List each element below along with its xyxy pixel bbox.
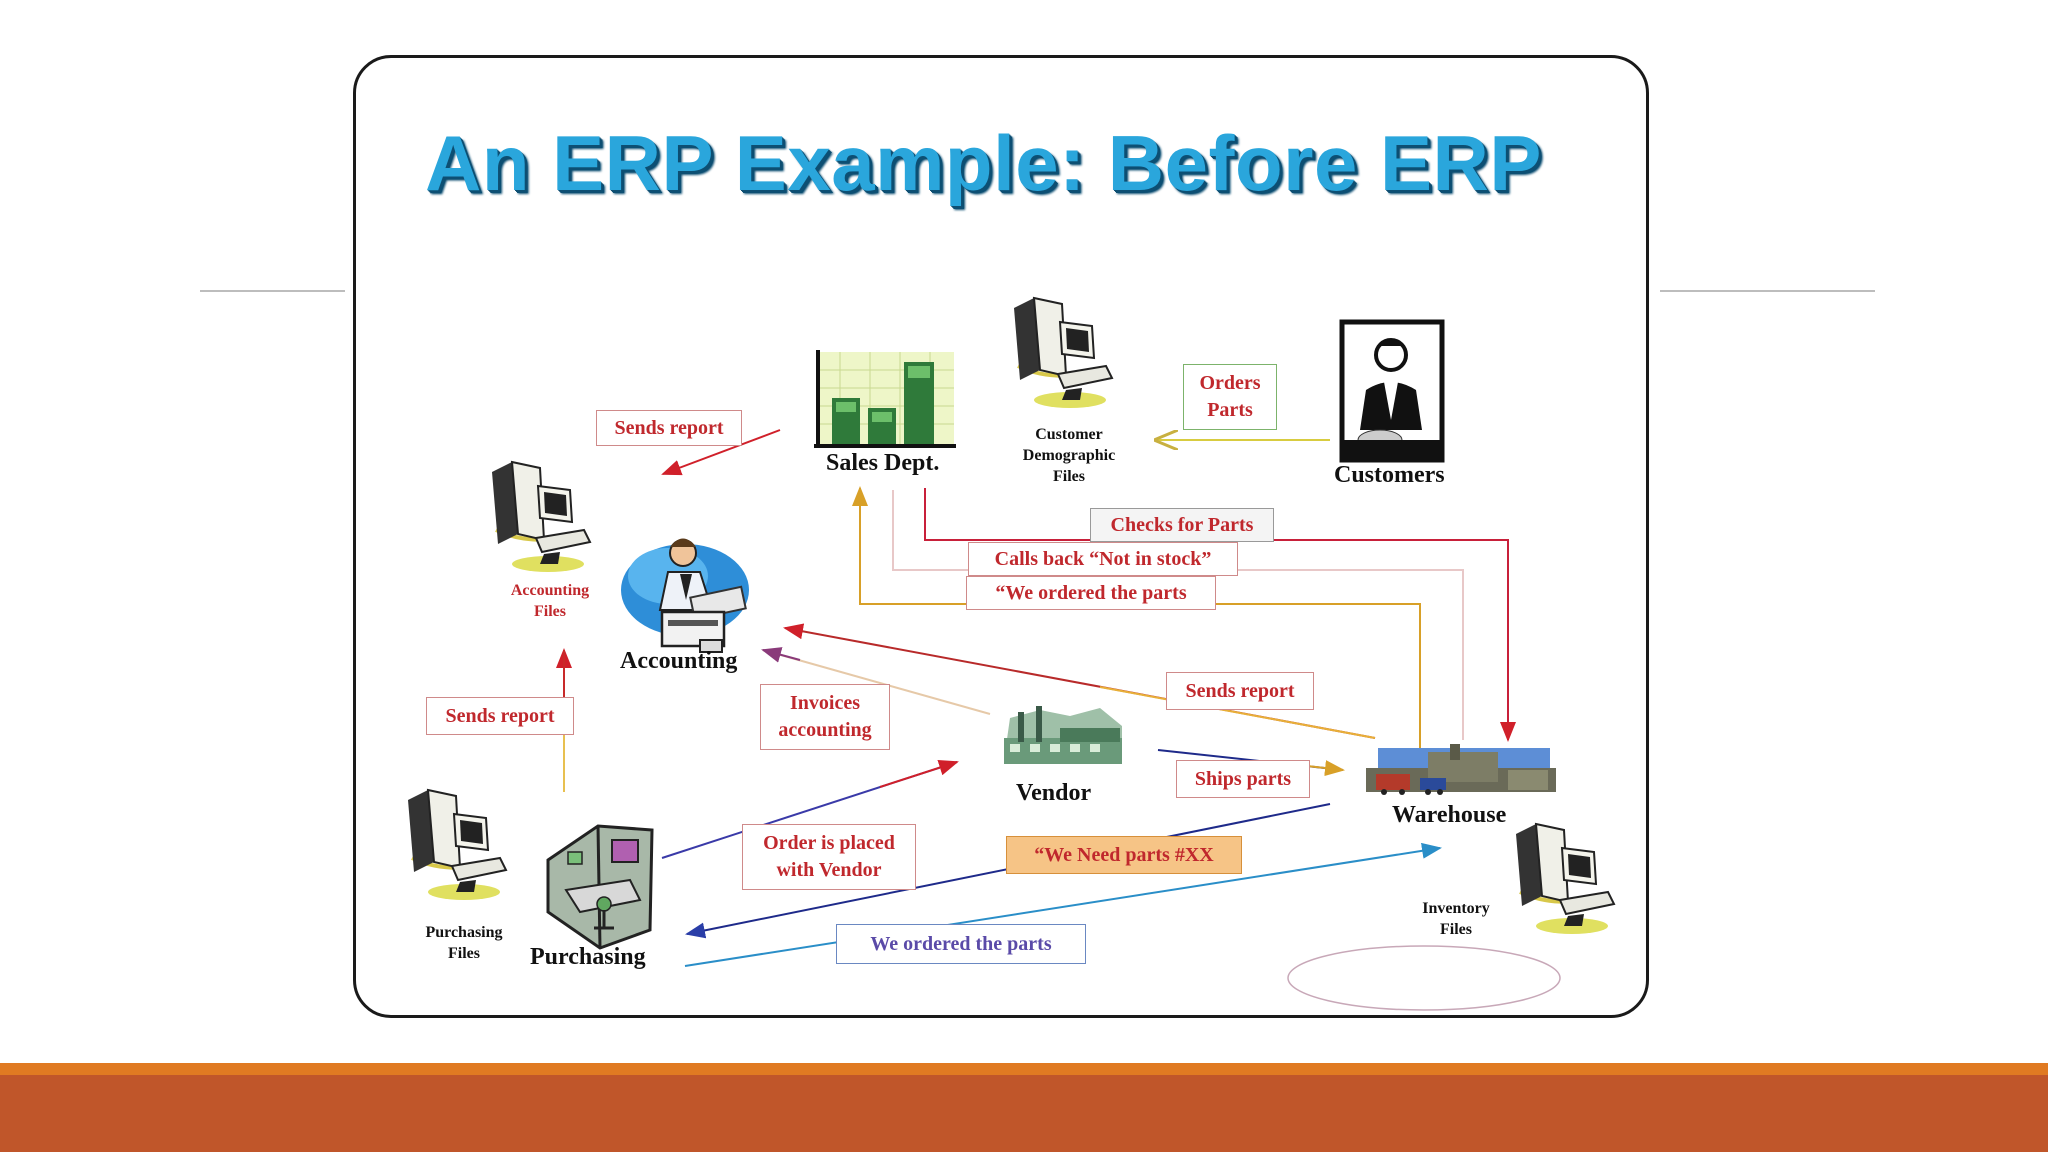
warehouse-icon xyxy=(1366,744,1556,795)
message-we-ordered-parts: We ordered the parts xyxy=(836,924,1086,964)
footer-bar xyxy=(0,1063,2048,1152)
computer-tower-icon xyxy=(1516,824,1614,934)
message-calls-back: Calls back “Not in stock” xyxy=(968,542,1238,576)
computer-tower-icon xyxy=(408,790,506,900)
connector-lines xyxy=(564,430,1508,966)
bar-chart-icon xyxy=(814,350,956,446)
message-sends-report-purchasing: Sends report xyxy=(426,697,574,735)
accountant-icon xyxy=(621,539,749,653)
message-we-ordered-parts-quote: “We ordered the parts xyxy=(966,576,1216,610)
computer-tower-icon xyxy=(1014,298,1112,408)
node-label-warehouse: Warehouse xyxy=(1392,802,1506,829)
node-label-vendor: Vendor xyxy=(1016,780,1091,807)
businessman-icon xyxy=(1342,322,1442,460)
message-ships-parts: Ships parts xyxy=(1176,760,1310,798)
node-label-accounting: Accounting xyxy=(620,648,737,675)
factory-icon xyxy=(1004,706,1122,764)
office-cubicle-icon xyxy=(548,826,652,948)
node-label-purchasing: Purchasing xyxy=(530,944,646,971)
message-sends-report-warehouse: Sends report xyxy=(1166,672,1314,710)
node-label-customers: Customers xyxy=(1334,462,1445,489)
decorative-ellipse xyxy=(1288,946,1560,1010)
message-we-need-parts: “We Need parts #XX xyxy=(1006,836,1242,874)
message-sends-report-sales: Sends report xyxy=(596,410,742,446)
message-checks-for-parts: Checks for Parts xyxy=(1090,508,1274,542)
node-label-sales: Sales Dept. xyxy=(826,450,939,477)
computer-tower-icon xyxy=(492,462,590,572)
